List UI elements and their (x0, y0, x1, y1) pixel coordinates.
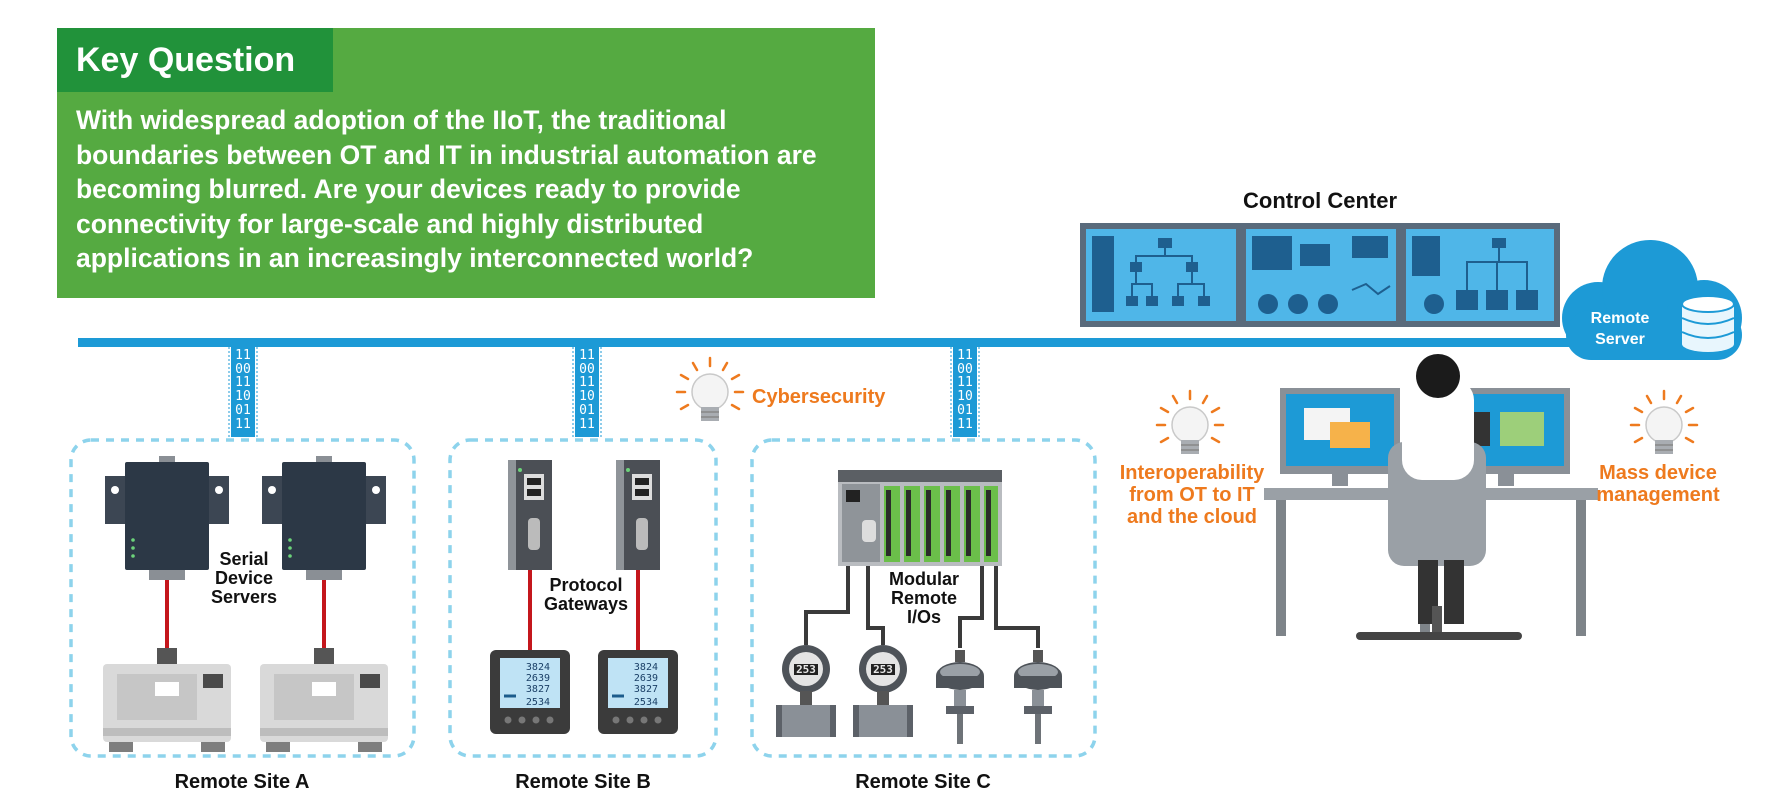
remote-server-line: Remote (1590, 310, 1650, 327)
bit-pair: 10 (579, 389, 595, 405)
database-icon (1681, 295, 1735, 352)
meter-reading: 2639 (634, 673, 658, 684)
callout-line: management (1596, 484, 1720, 506)
interoperability-label: Interoperability from OT to IT and the c… (1092, 462, 1292, 528)
lightbulb-icon (1629, 389, 1699, 456)
bit-pair: 11 (579, 348, 595, 363)
control-center-monitors (1080, 223, 1560, 327)
meter-reading: 2534 (526, 697, 550, 708)
meter-reading: 2639 (526, 673, 550, 684)
cnc-machine (260, 648, 388, 752)
lightbulb-icon (675, 356, 745, 423)
key-question-line: With widespread adoption of the IIoT, th… (76, 105, 727, 135)
device-label-line: Serial (219, 549, 269, 569)
bit-pair: 00 (579, 361, 595, 377)
control-center-label: Control Center (1243, 188, 1397, 213)
site-b-box (448, 438, 718, 758)
level-sensor (1014, 650, 1062, 744)
key-question-line: becoming blurred. Are your devices ready… (76, 174, 741, 204)
bit-pair: 11 (957, 348, 973, 363)
site-a-box (69, 438, 416, 758)
callout-line: Mass device (1599, 462, 1717, 484)
bit-pair: 00 (235, 361, 251, 377)
cybersecurity-label: Cybersecurity (752, 386, 886, 408)
site-c-box (750, 438, 1097, 758)
bit-pair: 01 (579, 402, 595, 418)
operator-workstation (1264, 354, 1598, 640)
key-question-title: Key Question (57, 28, 333, 92)
site-b-label: Remote Site B (515, 771, 651, 793)
bit-pair: 10 (957, 389, 973, 405)
bit-pair: 11 (235, 375, 251, 391)
bit-pair: 11 (579, 375, 595, 391)
flow-meter (853, 645, 913, 737)
device-label-line: Modular (889, 569, 959, 589)
bit-pair: 01 (957, 402, 973, 418)
meter-reading: 3827 (634, 684, 658, 695)
serial-device-servers-label: Serial Device Servers (196, 550, 292, 607)
device-label-line: Servers (210, 587, 278, 607)
bit-pair: 00 (957, 361, 973, 377)
cnc-machine (103, 648, 231, 752)
level-sensor (936, 650, 984, 744)
site-a-label: Remote Site A (174, 771, 310, 793)
bit-pair: 01 (235, 402, 251, 418)
key-question-line: applications in an increasingly intercon… (76, 243, 754, 273)
callout-line: from OT to IT (1129, 484, 1255, 506)
bit-pair: 10 (235, 389, 251, 405)
device-label-line: Protocol (549, 575, 623, 595)
key-question-text: With widespread adoption of the IIoT, th… (76, 103, 866, 276)
bit-pair: 11 (957, 416, 973, 432)
gauge-readout: 253 (873, 663, 893, 676)
mass-device-management-label: Mass device management (1588, 462, 1728, 506)
meter-reading: 3824 (634, 662, 658, 673)
remote-server-line: Server (1595, 331, 1645, 348)
meter-reading: 2534 (634, 697, 658, 708)
lightbulb-icon (1155, 389, 1225, 456)
callout-line: Interoperability (1119, 462, 1265, 484)
device-label-line: Gateways (543, 594, 629, 614)
device-label-line: I/Os (906, 607, 941, 627)
meter-reading: 3824 (526, 662, 550, 673)
key-question-line: boundaries between OT and IT in industri… (76, 139, 817, 170)
remote-server-label: Remote Server (1570, 308, 1670, 350)
modular-remote-ios-label: Modular Remote I/Os (874, 570, 974, 627)
device-label-line: Remote (890, 588, 957, 608)
site-c-label: Remote Site C (855, 771, 991, 793)
device-label-line: Device (214, 568, 274, 588)
gauge-readout: 253 (796, 663, 816, 676)
key-question-line: connectivity for large-scale and highly … (76, 208, 704, 239)
flow-meter (776, 645, 836, 737)
bit-pair: 11 (235, 348, 251, 363)
bit-pair: 11 (579, 416, 595, 432)
modular-remote-io (838, 470, 1002, 566)
bit-pair: 11 (957, 375, 973, 391)
protocol-gateway (508, 460, 552, 570)
meter-reading: 3827 (526, 684, 550, 695)
callout-line: and the cloud (1127, 506, 1257, 528)
network-backbone (78, 338, 1598, 347)
protocol-gateways-label: Protocol Gateways (536, 576, 636, 614)
protocol-gateway (616, 460, 660, 570)
bit-pair: 11 (235, 416, 251, 432)
